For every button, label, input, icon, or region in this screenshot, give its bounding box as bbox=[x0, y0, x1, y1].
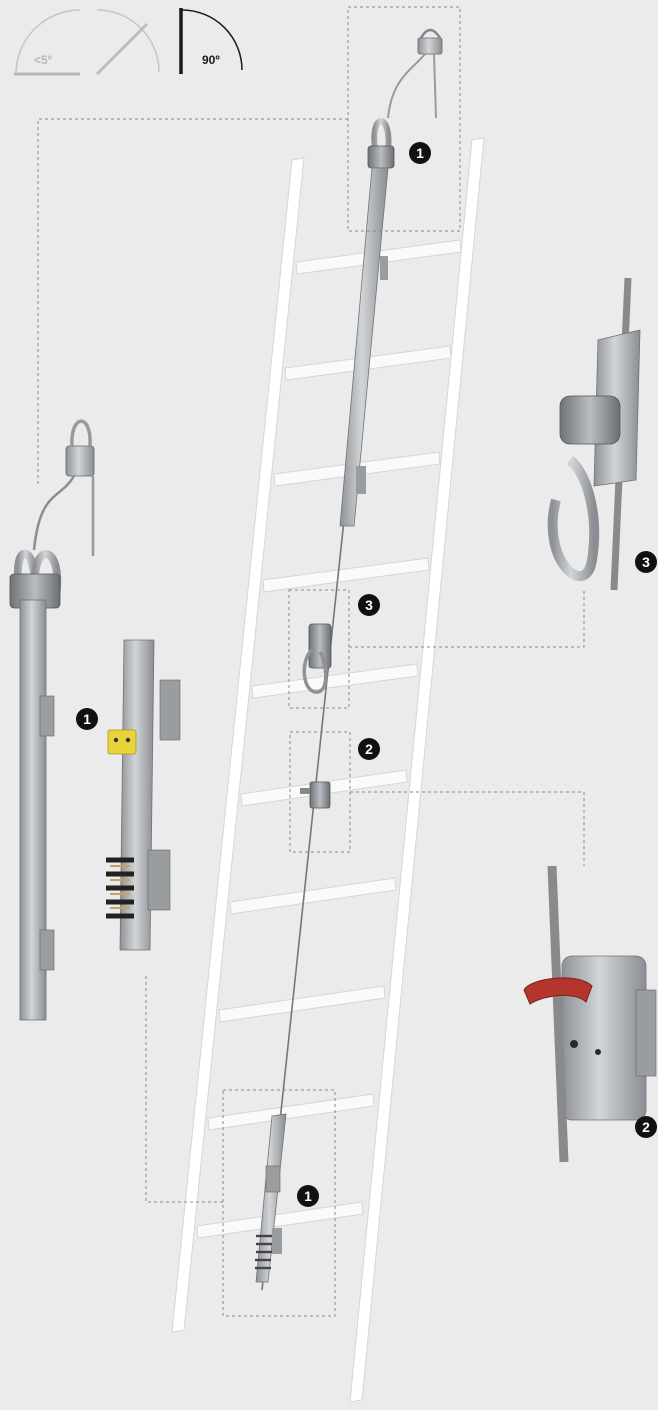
angle-icon-45 bbox=[97, 10, 159, 74]
svg-text:2: 2 bbox=[365, 741, 373, 757]
svg-text:3: 3 bbox=[365, 597, 373, 613]
svg-text:1: 1 bbox=[416, 145, 424, 161]
bottom-anchor bbox=[255, 1114, 286, 1282]
top-anchor bbox=[340, 30, 442, 526]
callout-badge-top-anchor-detail: 1 bbox=[76, 708, 98, 730]
svg-text:1: 1 bbox=[83, 711, 91, 727]
callout-badge-bottom-anchor: 1 bbox=[297, 1185, 319, 1207]
callout-badge-cable-guide-detail: 2 bbox=[635, 1116, 657, 1138]
ladder bbox=[172, 138, 484, 1402]
callout-badge-cable-guide: 2 bbox=[358, 738, 380, 760]
bottom-tensioner-detail bbox=[106, 640, 180, 950]
angle-icon-less-than-5: <5º bbox=[14, 10, 80, 74]
angle-label-90: 90º bbox=[202, 53, 220, 67]
svg-text:2: 2 bbox=[642, 1119, 650, 1135]
cable-guide-detail bbox=[524, 866, 656, 1162]
svg-text:3: 3 bbox=[642, 554, 650, 570]
angle-icon-90: 90º bbox=[181, 8, 242, 74]
shuttle-detail bbox=[553, 278, 640, 590]
callout-badge-shuttle: 3 bbox=[358, 594, 380, 616]
svg-text:1: 1 bbox=[304, 1188, 312, 1204]
callout-badge-shuttle-detail: 3 bbox=[635, 551, 657, 573]
callout-badge-top-anchor: 1 bbox=[409, 142, 431, 164]
angle-label-less-than-5: <5º bbox=[34, 53, 53, 67]
